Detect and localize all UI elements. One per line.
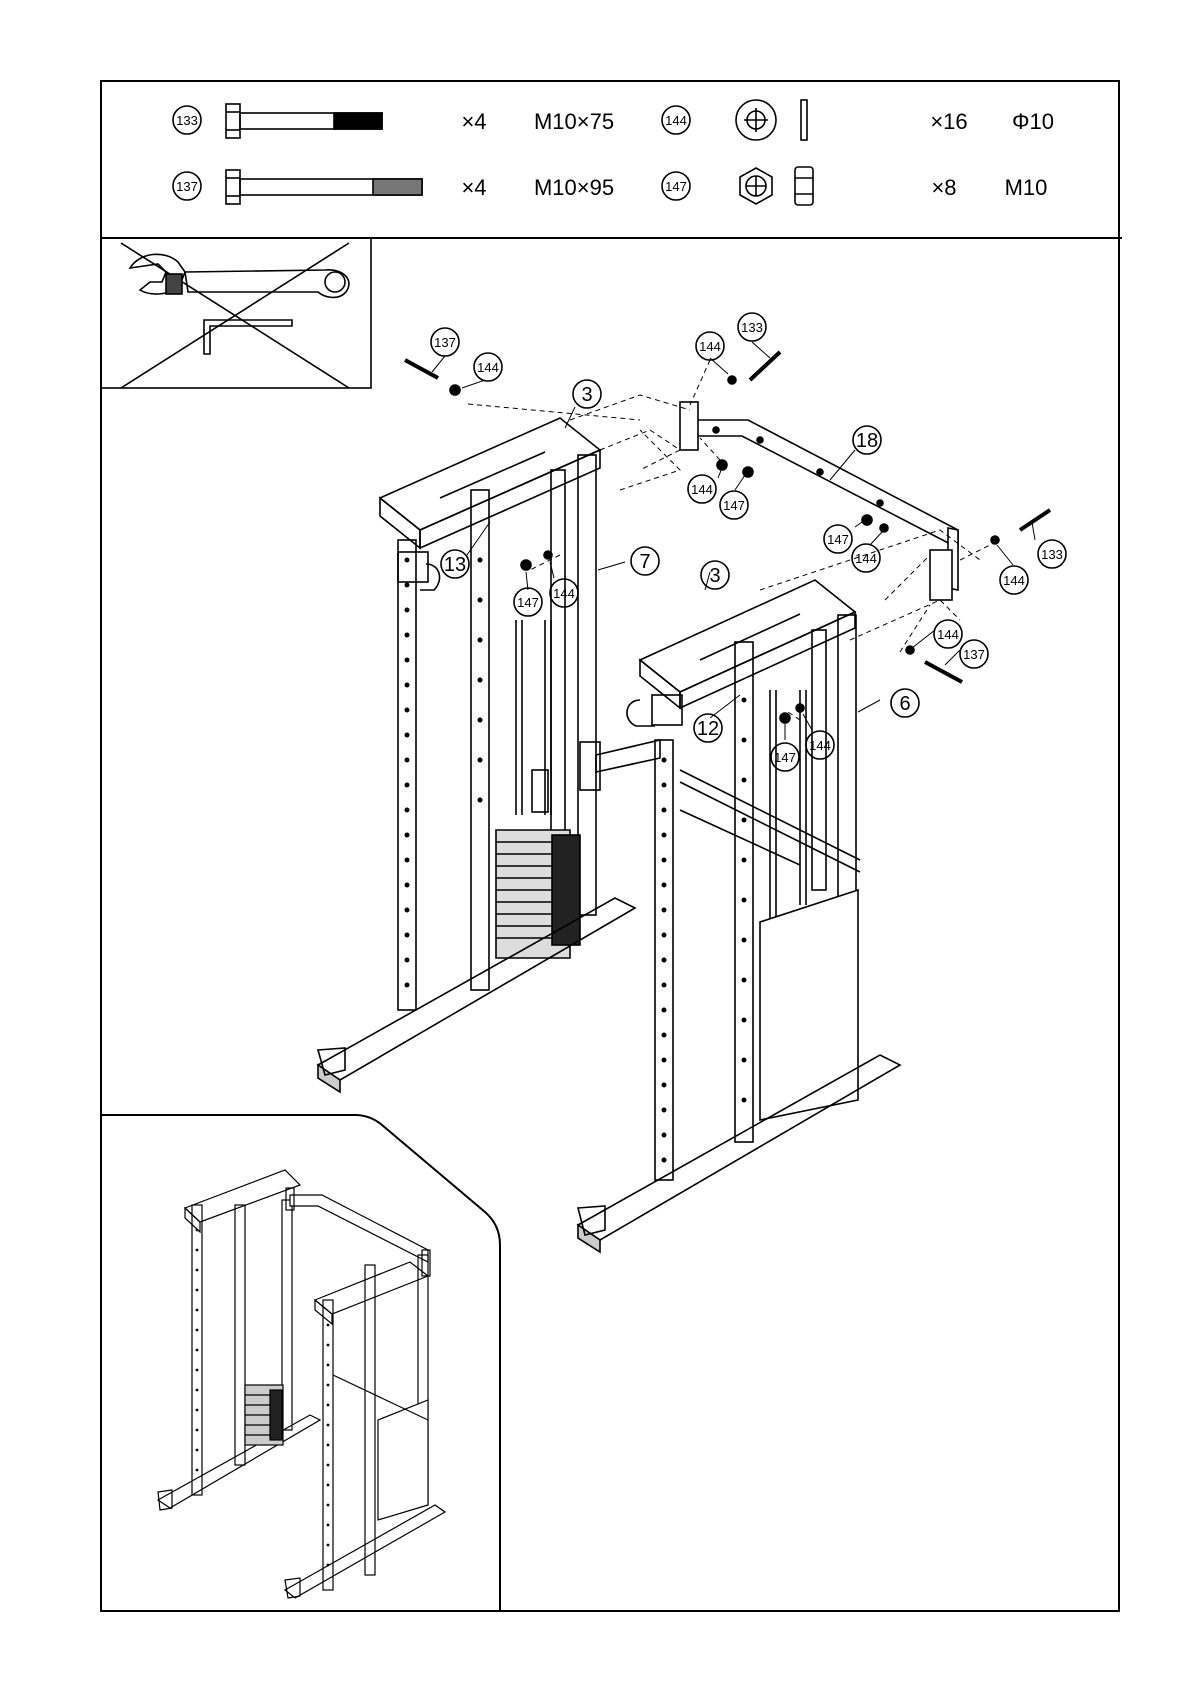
callout-12: 12 bbox=[697, 718, 719, 740]
washer-144-spec: Φ10 bbox=[1012, 109, 1054, 134]
callout-137-left: 137 bbox=[434, 335, 456, 350]
upright-holes bbox=[662, 698, 747, 1163]
callout-144-right-mid: 144 bbox=[937, 627, 959, 642]
bolt-137-spec: M10×95 bbox=[534, 175, 614, 200]
hardware-row-2: 137 ×4 M10×95 147 ×8 M10 bbox=[173, 167, 1047, 205]
washer-144-qty: ×16 bbox=[930, 109, 967, 134]
callout-144-left-tower: 144 bbox=[553, 586, 575, 601]
main-exploded-view: 137 144 3 144 133 18 144 147 147 144 144… bbox=[318, 313, 1066, 1252]
bolt-133-spec: M10×75 bbox=[534, 109, 614, 134]
assembled-view-inset bbox=[101, 1115, 500, 1611]
callout-133-far-right: 133 bbox=[1041, 547, 1063, 562]
callout-6: 6 bbox=[899, 693, 910, 715]
part-callouts: 137 144 3 144 133 18 144 147 147 144 144… bbox=[431, 313, 1066, 771]
nut-147-spec: M10 bbox=[1005, 175, 1048, 200]
callout-144-left: 144 bbox=[477, 360, 499, 375]
assembly-guide-lines bbox=[468, 360, 1000, 720]
callout-3-left: 3 bbox=[581, 384, 592, 406]
top-connector-beam-18 bbox=[680, 402, 958, 600]
callout-13: 13 bbox=[444, 554, 466, 576]
bolt-m10x95-icon bbox=[226, 170, 422, 204]
nut-147-callout: 147 bbox=[665, 179, 687, 194]
callout-144-right-top: 144 bbox=[855, 551, 877, 566]
bolt-133-top bbox=[750, 352, 780, 380]
callout-144-far-right: 144 bbox=[1003, 573, 1025, 588]
hex-key-icon bbox=[204, 320, 292, 354]
nut-147-qty: ×8 bbox=[931, 175, 956, 200]
tools-not-required-box bbox=[101, 238, 371, 388]
bolt-133-qty: ×4 bbox=[461, 109, 486, 134]
bolt-137-qty: ×4 bbox=[461, 175, 486, 200]
lock-nut-icon bbox=[740, 167, 813, 205]
bolt-137-callout: 137 bbox=[176, 179, 198, 194]
callout-137-right: 137 bbox=[963, 647, 985, 662]
bolt-137-right bbox=[925, 662, 962, 682]
callout-3-right: 3 bbox=[709, 565, 720, 587]
callout-133-top: 133 bbox=[741, 320, 763, 335]
callout-147-connector: 147 bbox=[723, 498, 745, 513]
wrench-icon bbox=[130, 254, 349, 297]
bolt-137-upper-left bbox=[405, 360, 438, 378]
left-tower-frame bbox=[318, 418, 660, 1092]
callout-144-connector: 144 bbox=[691, 482, 713, 497]
hardware-row-1: 133 ×4 M10×75 144 ×16 Φ10 bbox=[173, 100, 1054, 140]
bolt-133-callout: 133 bbox=[176, 113, 198, 128]
callout-18: 18 bbox=[856, 430, 878, 452]
callout-7: 7 bbox=[639, 551, 650, 573]
page-frame bbox=[101, 81, 1119, 1611]
callout-147-left-tower: 147 bbox=[517, 595, 539, 610]
bolt-133-right bbox=[1020, 510, 1050, 530]
callout-144-top: 144 bbox=[699, 339, 721, 354]
weight-stack bbox=[496, 770, 580, 958]
washer-icon bbox=[736, 100, 807, 140]
right-tower-frame bbox=[578, 580, 900, 1252]
bolt-m10x75-icon bbox=[226, 104, 382, 138]
callout-147-right-tower: 147 bbox=[774, 750, 796, 765]
callout-144-right-tower: 144 bbox=[809, 738, 831, 753]
washer-144-callout: 144 bbox=[665, 113, 687, 128]
callout-147-right-top: 147 bbox=[827, 532, 849, 547]
